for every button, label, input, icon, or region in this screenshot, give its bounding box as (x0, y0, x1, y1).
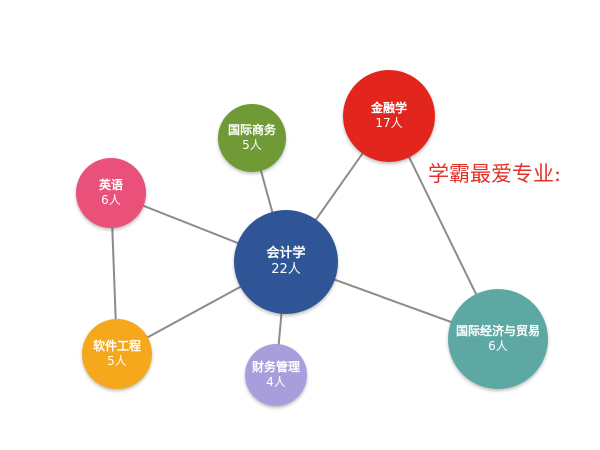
node-name: 会计学 (266, 245, 306, 261)
node-name: 金融学 (370, 101, 407, 115)
node-yingyu: 英语 6人 (76, 158, 146, 228)
node-count: 5人 (242, 138, 262, 152)
node-count: 22人 (271, 262, 301, 277)
node-guoji-jingji: 国际经济与贸易 6人 (448, 289, 548, 389)
node-count: 17人 (375, 116, 403, 130)
node-guoji-shangwu: 国际商务 5人 (218, 104, 286, 172)
node-name: 财务管理 (251, 360, 300, 374)
node-name: 国际经济与贸易 (455, 324, 540, 338)
node-ruanjian: 软件工程 5人 (82, 319, 152, 389)
page-title: 学霸最爱专业: (428, 162, 562, 186)
node-count: 6人 (488, 339, 508, 353)
node-jinrong: 金融学 17人 (343, 70, 435, 162)
node-name: 英语 (98, 178, 123, 192)
node-count: 4人 (266, 375, 286, 389)
node-name: 软件工程 (92, 339, 141, 353)
node-count: 6人 (101, 193, 121, 207)
node-caiwu: 财务管理 4人 (245, 344, 307, 406)
node-kuaiji: 会计学 22人 (234, 210, 338, 314)
node-name: 国际商务 (227, 123, 276, 137)
node-count: 5人 (107, 354, 127, 368)
